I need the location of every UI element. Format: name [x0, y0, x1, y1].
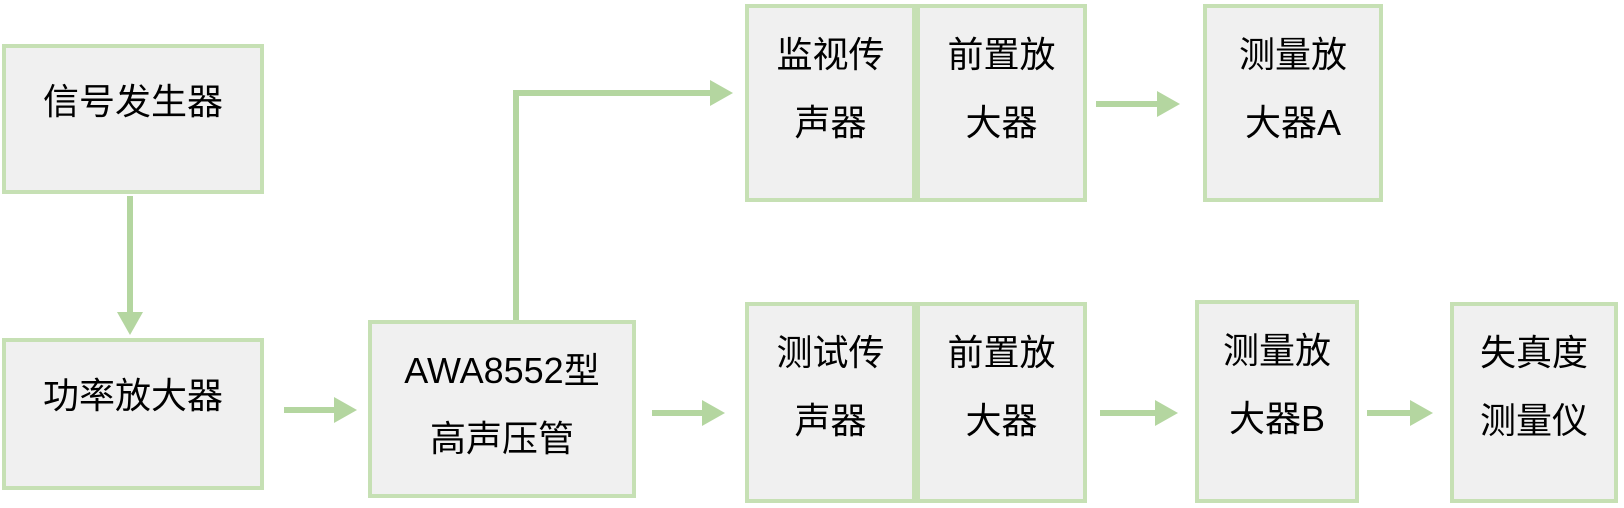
- node-label-line2: 大器: [965, 400, 1038, 441]
- node-awa8552-high-pressure-tube: AWA8552型 高声压管: [368, 320, 636, 498]
- node-label-line1: 前置放: [947, 332, 1056, 373]
- node-preamplifier-bottom: 前置放 大器: [916, 302, 1087, 503]
- node-power-amplifier: 功率放大器: [2, 338, 264, 490]
- arrow-right-icon: [1157, 91, 1180, 117]
- node-label-line2: 大器: [965, 102, 1038, 143]
- arrow-down-icon: [117, 312, 143, 335]
- arrow-awa-to-test-shaft: [652, 410, 704, 416]
- node-label-line2: 大器A: [1244, 102, 1341, 143]
- node-label-line2: 声器: [794, 400, 867, 441]
- arrow-power-to-awa-shaft: [284, 407, 336, 413]
- arrow-preamp-to-amp-a-shaft: [1096, 101, 1158, 107]
- node-label-line1: 失真度: [1479, 332, 1588, 373]
- elbow-awa-to-monitor-horizontal: [513, 90, 710, 96]
- node-label-line2: 测量仪: [1479, 400, 1588, 441]
- node-distortion-meter: 失真度 测量仪: [1450, 302, 1618, 503]
- node-label-line1: 测试传: [776, 332, 885, 373]
- node-monitor-microphone: 监视传 声器: [745, 4, 916, 202]
- node-label: 功率放大器: [42, 375, 223, 416]
- node-label-line1: 监视传: [776, 34, 885, 75]
- node-label-line1: 测量放: [1238, 34, 1347, 75]
- elbow-awa-to-monitor-vertical: [513, 92, 519, 320]
- node-signal-generator: 信号发生器: [2, 44, 264, 194]
- node-label: 信号发生器: [42, 81, 223, 122]
- node-label-line1: AWA8552型: [404, 350, 600, 391]
- node-label-line2: 声器: [794, 102, 867, 143]
- arrow-right-icon: [1155, 400, 1178, 426]
- node-label-line1: 前置放: [947, 34, 1056, 75]
- arrow-right-icon: [710, 80, 733, 106]
- node-preamplifier-top: 前置放 大器: [916, 4, 1087, 202]
- node-label-line1: 测量放: [1222, 330, 1331, 371]
- node-label-line2: 大器B: [1228, 398, 1325, 439]
- arrow-preamp-to-amp-b-shaft: [1100, 410, 1156, 416]
- node-measuring-amplifier-a: 测量放 大器A: [1203, 4, 1383, 202]
- node-label-line2: 高声压管: [429, 418, 574, 459]
- node-measuring-amplifier-b: 测量放 大器B: [1195, 300, 1359, 503]
- arrow-right-icon: [334, 397, 357, 423]
- arrow-amp-b-to-distortion-shaft: [1367, 410, 1411, 416]
- node-test-microphone: 测试传 声器: [745, 302, 916, 503]
- arrow-signal-to-power-shaft: [127, 196, 133, 314]
- arrow-right-icon: [1410, 400, 1433, 426]
- arrow-right-icon: [702, 400, 725, 426]
